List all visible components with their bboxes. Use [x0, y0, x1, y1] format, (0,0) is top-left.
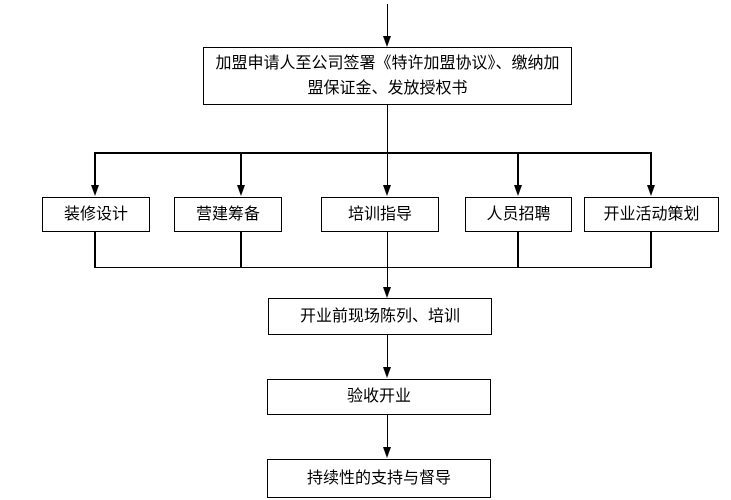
node-opening-event-planning: 开业活动策划 [584, 197, 719, 232]
arrowhead-into-pre-opening [382, 287, 391, 298]
node-acceptance-opening: 验收开业 [267, 379, 491, 415]
connector-converge-5 [650, 232, 652, 268]
connector-converge-3 [386, 232, 388, 268]
connector-top-incoming-line [386, 4, 388, 36]
connector-drop-2 [240, 152, 242, 186]
node-acceptance-opening-label: 验收开业 [346, 388, 411, 406]
node-construction-prep-label: 营建筹备 [195, 205, 260, 223]
connector-pre-opening-to-acceptance [386, 335, 388, 367]
node-ongoing-support: 持续性的支持与督导 [267, 459, 491, 498]
arrowhead-into-support [382, 447, 391, 458]
connector-drop-3 [386, 152, 388, 186]
arrowhead-into-decoration-design [90, 185, 99, 196]
node-sign-agreement: 加盟申请人至公司签署《特许加盟协议》、缴纳加盟保证金、发放授权书 [203, 47, 572, 105]
arrowhead-into-staff-recruitment [513, 185, 522, 196]
arrowhead-into-acceptance [382, 367, 391, 378]
arrowhead-into-training-guidance [382, 185, 391, 196]
node-training-guidance: 培训指导 [321, 197, 439, 232]
node-construction-prep: 营建筹备 [174, 197, 282, 232]
connector-drop-1 [94, 152, 96, 186]
connector-branch-hline [94, 152, 652, 154]
arrowhead-into-sign-agreement [382, 36, 391, 47]
connector-converge-stem [386, 266, 388, 288]
arrowhead-into-opening-event-planning [646, 185, 655, 196]
node-sign-agreement-label: 加盟申请人至公司签署《特许加盟协议》、缴纳加盟保证金、发放授权书 [215, 55, 560, 97]
connector-acceptance-to-support [386, 415, 388, 447]
connector-converge-2 [240, 232, 242, 268]
node-pre-opening-display-training-label: 开业前现场陈列、培训 [299, 307, 460, 325]
node-decoration-design: 装修设计 [42, 197, 150, 232]
connector-header-stem [386, 105, 388, 152]
node-ongoing-support-label: 持续性的支持与督导 [306, 469, 451, 487]
node-training-guidance-label: 培训指导 [347, 205, 412, 223]
connector-drop-4 [517, 152, 519, 186]
connector-converge-hline [94, 266, 652, 268]
node-opening-event-planning-label: 开业活动策划 [603, 205, 700, 223]
connector-drop-5 [650, 152, 652, 186]
node-staff-recruitment: 人员招聘 [465, 197, 572, 232]
arrowhead-into-construction-prep [236, 185, 245, 196]
connector-converge-4 [517, 232, 519, 268]
node-pre-opening-display-training: 开业前现场陈列、培训 [268, 298, 492, 335]
node-staff-recruitment-label: 人员招聘 [486, 205, 551, 223]
node-decoration-design-label: 装修设计 [63, 205, 128, 223]
connector-converge-1 [94, 232, 96, 268]
